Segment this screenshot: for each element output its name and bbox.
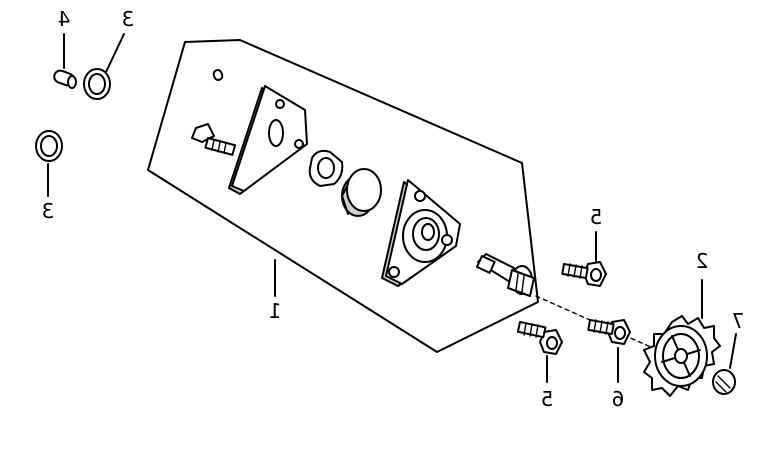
- callout-2: 2: [696, 249, 709, 273]
- inner-rotor: [308, 149, 344, 187]
- outer-rotor: [341, 168, 382, 217]
- sprocket-nut: [712, 369, 736, 395]
- left-flange-plate: [228, 85, 308, 195]
- callout-4: 4: [58, 7, 71, 31]
- assembly-axis-line: [535, 295, 663, 353]
- bolt-5-upper: [561, 261, 607, 287]
- drive-shaft: [475, 253, 535, 297]
- flange-bolt-left: [191, 123, 237, 156]
- pump-body: [381, 179, 461, 287]
- callout-6: 6: [612, 387, 625, 411]
- dowel-pin: [212, 69, 224, 81]
- bolt-5-lower: [516, 321, 563, 355]
- assembly-outline: [147, 39, 539, 353]
- o-ring-lower: [35, 130, 63, 162]
- bolt-6: [587, 319, 631, 345]
- leader-3a: [105, 33, 125, 73]
- callout-5-upper: 5: [590, 205, 603, 229]
- sprocket: [643, 315, 721, 397]
- callout-5-lower: 5: [541, 387, 554, 411]
- callout-3-upper: 3: [122, 7, 135, 31]
- pin-4: [53, 69, 77, 89]
- callout-1: 1: [269, 299, 282, 323]
- o-ring-upper: [83, 68, 111, 100]
- callout-7: 7: [732, 309, 745, 333]
- leader-7: [729, 333, 737, 369]
- callout-3-lower: 3: [42, 199, 55, 223]
